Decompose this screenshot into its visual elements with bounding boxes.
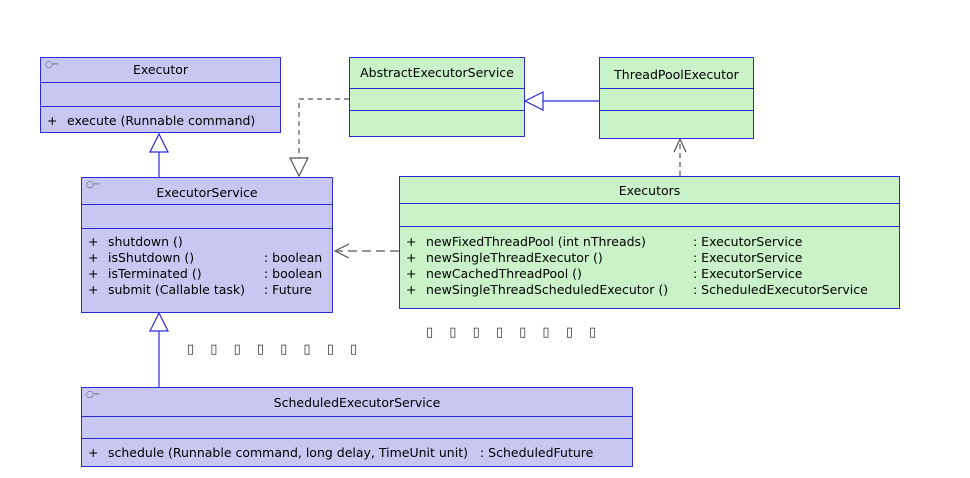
attributes-divider <box>41 82 280 83</box>
attributes-divider <box>400 203 899 204</box>
scheduled-extends-executor-service-connector <box>149 311 169 387</box>
scheduled-executor-service-class-box[interactable]: ○─ ScheduledExecutorService + schedule (R… <box>81 387 633 467</box>
methods-divider <box>82 228 332 229</box>
method-return-type: : ExecutorService <box>693 234 803 249</box>
method-row: + execute (Runnable command) <box>47 113 255 129</box>
method-return-type: : Future <box>264 282 312 297</box>
methods-divider <box>600 110 753 111</box>
method-row: + isShutdown () : boolean <box>88 250 328 266</box>
method-return-type: : ScheduledExecutorService <box>693 282 868 297</box>
abstract-implements-executor-service-connector <box>289 98 349 178</box>
scheduled-executor-service-class-name: ScheduledExecutorService <box>273 395 441 410</box>
methods-divider <box>350 110 524 111</box>
method-row: + newFixedThreadPool (int nThreads) : Exe… <box>406 234 896 250</box>
attributes-divider <box>82 204 332 205</box>
method-signature: submit (Callable task) <box>108 282 246 297</box>
thread-pool-executor-class-box[interactable]: ThreadPoolExecutor <box>599 57 754 139</box>
executor-service-class-name: ExecutorService <box>156 185 258 200</box>
executor-class-name: Executor <box>132 62 189 77</box>
method-visibility: + <box>88 266 99 281</box>
method-row: + shutdown () <box>88 234 328 250</box>
method-signature: isShutdown () <box>108 250 195 265</box>
attributes-divider <box>600 88 753 89</box>
executor-service-extends-executor-connector <box>149 132 169 177</box>
method-visibility: + <box>88 250 99 265</box>
method-visibility: + <box>88 282 99 297</box>
method-row: + newSingleThreadScheduledExecutor () : S… <box>406 282 896 298</box>
attributes-divider <box>82 416 632 417</box>
annotation-right: ▯ ▯ ▯ ▯ ▯ ▯ ▯ ▯ <box>426 325 603 340</box>
executors-class-box[interactable]: Executors + newFixedThreadPool (int nThre… <box>399 176 900 309</box>
interface-icon: ○─ <box>86 390 100 400</box>
executors-uses-executor-service-connector <box>333 243 399 259</box>
method-visibility: + <box>88 234 99 249</box>
method-signature: newFixedThreadPool (int nThreads) <box>426 234 646 249</box>
interface-icon: ○─ <box>45 60 59 70</box>
abstract-executor-service-class-name: AbstractExecutorService <box>360 65 514 80</box>
method-signature: isTerminated () <box>108 266 202 281</box>
method-row: + submit (Callable task) : Future <box>88 282 328 298</box>
method-return-type: : ExecutorService <box>693 266 803 281</box>
method-row: + schedule (Runnable command, long delay,… <box>88 445 593 461</box>
methods-divider <box>41 106 280 107</box>
executor-class-box[interactable]: ○─ Executor + execute (Runnable command) <box>40 57 281 133</box>
method-visibility: + <box>406 250 417 265</box>
abstract-executor-service-class-box[interactable]: AbstractExecutorService <box>349 57 525 137</box>
executor-service-class-box[interactable]: ○─ ExecutorService + shutdown () + isShutd… <box>81 177 333 313</box>
executors-uses-threadpool-connector <box>673 137 687 176</box>
methods-divider <box>82 438 632 439</box>
method-row: + isTerminated () : boolean <box>88 266 328 282</box>
method-row: + newCachedThreadPool () : ExecutorServic… <box>406 266 896 282</box>
method-signature: newSingleThreadExecutor () <box>426 250 603 265</box>
thread-pool-executor-class-name: ThreadPoolExecutor <box>614 67 739 82</box>
method-signature: execute (Runnable command) <box>67 113 256 128</box>
threadpool-extends-abstract-connector <box>523 91 599 111</box>
method-visibility: + <box>88 445 99 460</box>
method-visibility: + <box>406 266 417 281</box>
method-return-type: : boolean <box>264 250 323 265</box>
method-return-type: : ScheduledFuture <box>479 445 594 460</box>
method-row: + newSingleThreadExecutor () : ExecutorSe… <box>406 250 896 266</box>
executors-class-name: Executors <box>618 183 681 198</box>
annotation-left: ▯ ▯ ▯ ▯ ▯ ▯ ▯ ▯ <box>187 342 364 357</box>
method-signature: schedule (Runnable command, long delay, … <box>108 445 468 460</box>
methods-divider <box>400 226 899 227</box>
interface-icon: ○─ <box>86 180 100 190</box>
method-visibility: + <box>406 282 417 297</box>
method-return-type: : boolean <box>264 266 323 281</box>
method-return-type: : ExecutorService <box>693 250 803 265</box>
method-visibility: + <box>406 234 417 249</box>
attributes-divider <box>350 88 524 89</box>
method-signature: newCachedThreadPool () <box>426 266 582 281</box>
method-signature: newSingleThreadScheduledExecutor () <box>426 282 669 297</box>
method-signature: shutdown () <box>108 234 183 249</box>
method-visibility: + <box>47 113 58 128</box>
